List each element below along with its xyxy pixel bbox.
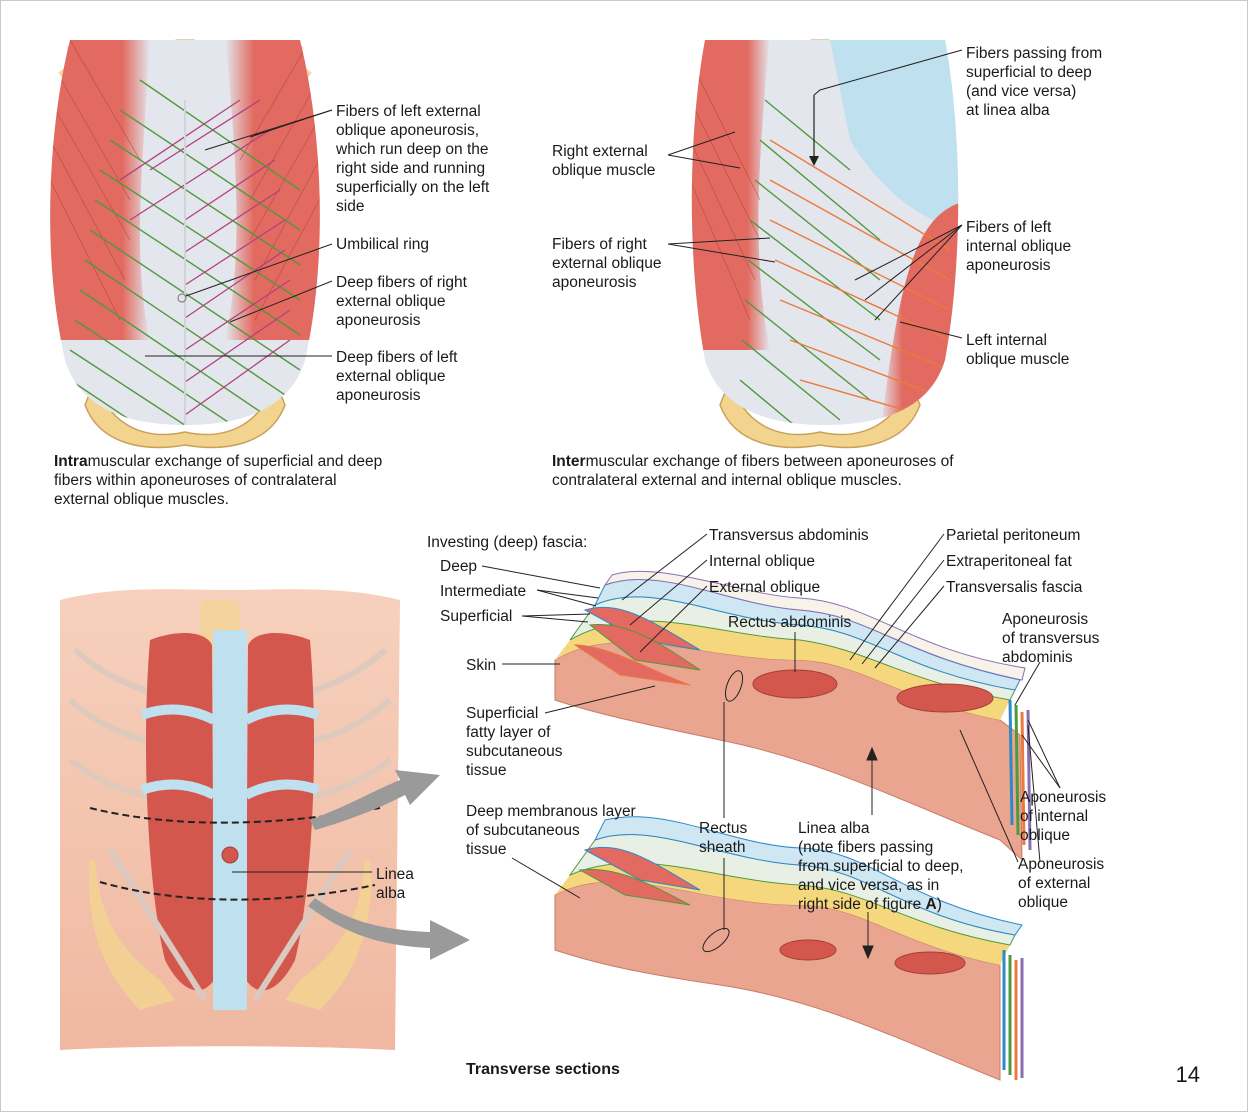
figure-c-leaders-sections (481, 533, 1061, 960)
label-parietal-peritoneum: Parietal peritoneum (946, 527, 1081, 544)
label-fascia-superficial: Superficial (440, 608, 513, 625)
page-number: 14 (1175, 1062, 1200, 1087)
label-investing-fascia: Investing (deep) fascia: (427, 534, 588, 551)
label-rectus-abdominis: Rectus abdominis (728, 614, 852, 631)
label-left-internal-aponeurosis: Fibers of left internal oblique aponeuro… (966, 219, 1072, 274)
label-left-internal-muscle: Left internal oblique muscle (966, 332, 1070, 368)
label-superficial-fatty-layer: Superficial fatty layer of subcutaneous … (466, 705, 563, 779)
figure-c-title: Transverse sections (466, 1061, 620, 1078)
caption-b-bold: Inter (552, 453, 586, 470)
label-rectus-sheath: Rectus sheath (699, 820, 748, 856)
linea-alba-note-title: Linea alba (798, 820, 870, 837)
linea-alba-note-figure-ref: A (925, 896, 937, 913)
linea-alba-note-body: (note fibers passing from superficial to… (798, 839, 964, 913)
section-lower (554, 816, 1024, 1081)
label-fascia-deep: Deep (440, 558, 478, 575)
figure-b-leaders (667, 49, 963, 339)
label-transversus-abdominis: Transversus abdominis (709, 527, 869, 544)
label-skin: Skin (466, 657, 497, 674)
label-deep-membranous-layer: Deep membranous layer of subcutaneous ti… (466, 803, 636, 858)
label-fibers-passing: Fibers passing from superficial to deep … (966, 45, 1103, 119)
label-right-external-oblique-muscle: Right external oblique muscle (552, 143, 656, 179)
umbilical-ring-mark (177, 293, 187, 303)
label-linea-alba: Linea alba (376, 866, 414, 902)
label-aponeurosis-transversus: Aponeurosis of transversus abdominis (1002, 611, 1100, 666)
label-external-oblique: External oblique (709, 579, 821, 596)
label-linea-alba-note: Linea alba (note fibers passing from sup… (798, 819, 963, 914)
label-internal-oblique: Internal oblique (709, 553, 815, 570)
figure-a-torso (50, 39, 320, 449)
label-aponeurosis-internal-oblique: Aponeurosis of internal oblique (1020, 789, 1107, 844)
figure-c-torso (60, 589, 470, 1050)
caption-figure-a: Intramuscular exchange of superficial an… (54, 452, 382, 509)
caption-b-text: muscular exchange of fibers between apon… (552, 453, 954, 489)
label-aponeurosis-external-oblique: Aponeurosis of external oblique (1018, 856, 1105, 911)
label-transversalis-fascia: Transversalis fascia (946, 579, 1083, 596)
label-deep-fibers-left: Deep fibers of left external oblique apo… (336, 349, 458, 404)
caption-a-text: muscular exchange of superficial and dee… (54, 453, 383, 508)
figure-a-leaders (145, 109, 333, 357)
label-deep-fibers-right: Deep fibers of right external oblique ap… (336, 274, 467, 329)
caption-figure-b: Intermuscular exchange of fibers between… (552, 452, 954, 490)
label-fascia-intermediate: Intermediate (440, 583, 527, 600)
linea-alba-note-close: ) (936, 896, 942, 913)
label-left-external-fibers: Fibers of left external oblique aponeuro… (336, 103, 490, 215)
label-right-external-aponeurosis: Fibers of right external oblique aponeur… (552, 236, 662, 291)
label-umbilical-ring: Umbilical ring (336, 236, 430, 253)
label-extraperitoneal-fat: Extraperitoneal fat (946, 553, 1072, 570)
caption-a-bold: Intra (54, 453, 88, 470)
